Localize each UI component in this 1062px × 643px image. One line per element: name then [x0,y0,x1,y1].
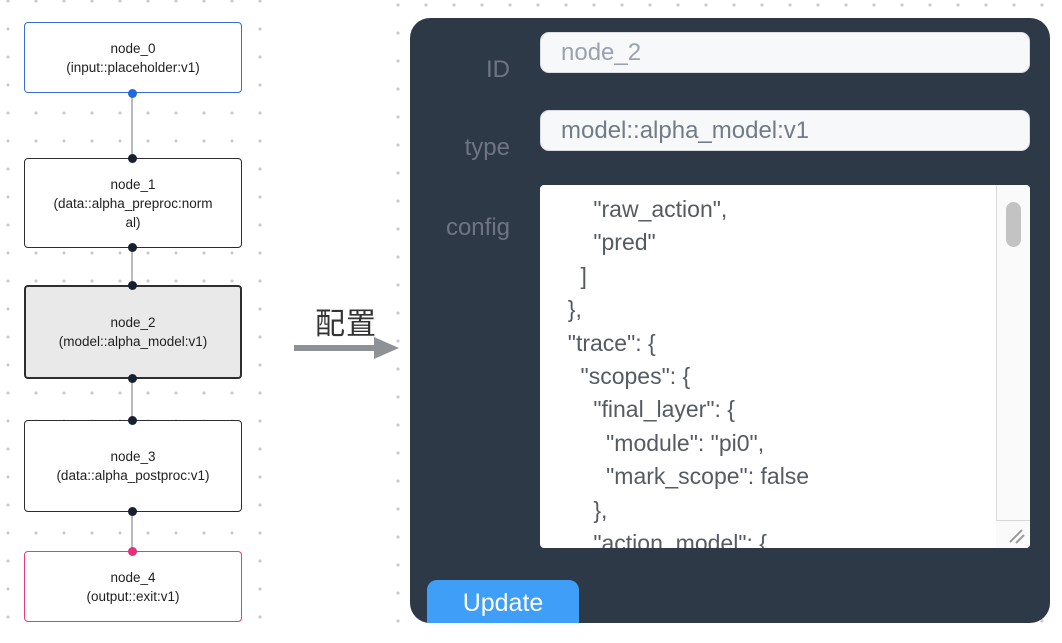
port-node_2-in[interactable] [128,281,137,290]
flow-node-node_0[interactable]: node_0 (input::placeholder:v1) [24,22,242,93]
node-title: node_2 [110,315,156,330]
id-input[interactable] [540,32,1030,73]
port-node_1-out[interactable] [128,243,137,252]
port-node_1-in[interactable] [128,154,137,163]
config-textarea[interactable]: "raw_action", "pred" ] }, "trace": { "sc… [540,185,1030,548]
node-title: node_0 [110,40,156,56]
id-field-label: ID [486,56,510,83]
config-scrollbar-track[interactable] [996,185,1030,548]
right-arrow-icon [294,336,400,365]
flow-node-node_3[interactable]: node_3 (data::alpha_postproc:v1) [24,420,242,512]
flow-node-node_1[interactable]: node_1 (data::alpha_preproc:normal) [24,158,242,248]
node-subtitle: (data::alpha_postproc:v1) [56,468,210,483]
flow-node-node_2-selected[interactable]: node_2 (model::alpha_model:v1) [24,285,242,379]
port-node_3-in[interactable] [128,416,137,425]
node-title: node_1 [110,176,156,192]
node-title: node_4 [110,569,156,585]
config-field-label: config [445,214,510,241]
port-node_2-out[interactable] [128,374,137,383]
node-title: node_3 [110,449,156,464]
node-config-panel: ID type config "raw_action", "pred" ] },… [410,18,1050,623]
textarea-resize-handle[interactable] [996,520,1030,548]
type-field-label: type [464,134,510,161]
update-button[interactable]: Update [427,580,579,623]
node-subtitle: (input::placeholder:v1) [66,59,200,75]
resize-grip-icon [1009,529,1025,544]
config-scrollbar-thumb[interactable] [1006,202,1021,247]
node-subtitle: (output::exit:v1) [86,588,180,604]
type-input[interactable] [540,110,1030,151]
flow-node-node_4[interactable]: node_4 (output::exit:v1) [24,551,242,622]
port-node_3-out[interactable] [128,507,137,516]
config-json-text[interactable]: "raw_action", "pred" ] }, "trace": { "sc… [567,196,810,548]
node-subtitle: (model::alpha_model:v1) [58,334,208,349]
port-node_4-in[interactable] [128,547,137,556]
port-node_0-out[interactable] [128,89,137,98]
node-subtitle: (data::alpha_preproc:normal) [53,195,213,230]
configure-label: 配置 [315,308,377,341]
